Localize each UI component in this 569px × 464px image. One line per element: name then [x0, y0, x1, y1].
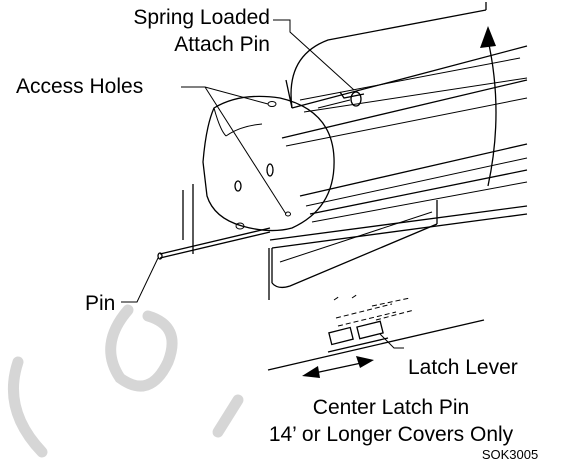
attach-pin [317, 91, 365, 109]
label-attach-pin: Attach Pin [174, 33, 270, 56]
label-figure-code: SOK3005 [482, 447, 538, 462]
rotation-arrow [480, 26, 497, 187]
label-pin: Pin [85, 292, 115, 315]
label-access-holes: Access Holes [16, 75, 143, 98]
label-latch-lever: Latch Lever [408, 356, 518, 379]
leaders [121, 19, 404, 349]
pin-tool [157, 227, 271, 260]
cover-housing [182, 2, 528, 300]
slide-arrow [302, 356, 374, 378]
end-cap [202, 95, 335, 232]
label-spring-loaded: Spring Loaded [133, 6, 270, 29]
watermark [7, 304, 244, 458]
center-latch [267, 293, 485, 371]
label-covers-only: 14’ or Longer Covers Only [269, 423, 514, 446]
label-center-latch-pin: Center Latch Pin [313, 396, 469, 419]
